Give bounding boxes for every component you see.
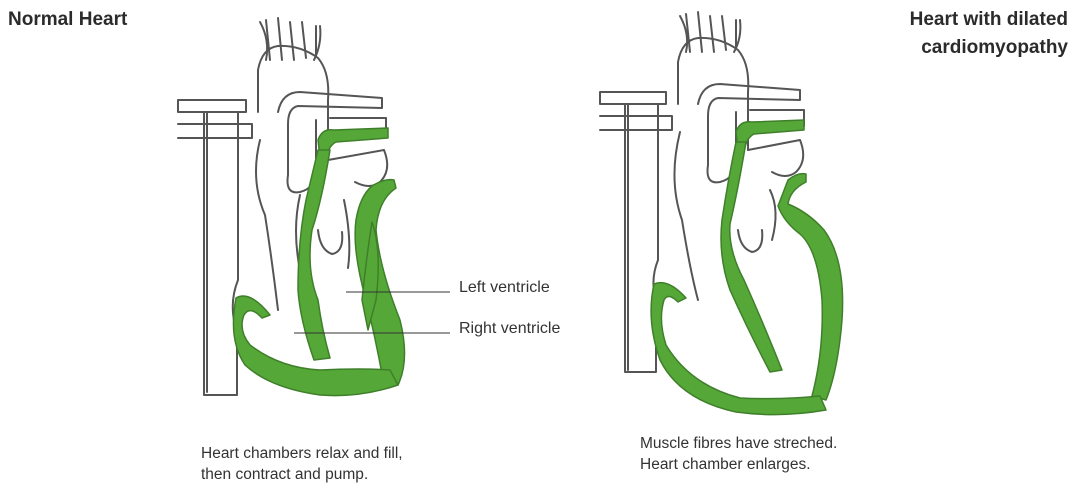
normal-septum (298, 150, 330, 360)
normal-left-ventricle-wall (355, 180, 404, 385)
normal-caption-line-2: then contract and pump. (201, 464, 403, 485)
normal-pulmonary-veins (178, 100, 246, 112)
dilated-title-line-2: cardiomyopathy (808, 34, 1068, 62)
left-ventricle-label: Left ventricle (459, 279, 550, 297)
dilated-heart-caption: Muscle fibres have streched. Heart chamb… (640, 433, 837, 475)
normal-muscle (233, 128, 404, 396)
normal-heart-title: Normal Heart (8, 6, 127, 34)
dilated-septum (721, 142, 782, 372)
dilated-title-line-1: Heart with dilated (808, 6, 1068, 34)
normal-vena-cava (204, 112, 238, 395)
dilated-heart-title: Heart with dilated cardiomyopathy (808, 6, 1068, 62)
dilated-heart (600, 12, 804, 372)
normal-heart (178, 18, 387, 395)
dilated-muscle (651, 120, 843, 415)
dilated-caption-line-1: Muscle fibres have streched. (640, 433, 837, 454)
normal-heart-caption: Heart chambers relax and fill, then cont… (201, 443, 403, 485)
normal-caption-line-1: Heart chambers relax and fill, (201, 443, 403, 464)
dilated-left-ventricle-wall (778, 174, 843, 400)
dilated-caption-line-2: Heart chamber enlarges. (640, 454, 837, 475)
right-ventricle-label: Right ventricle (459, 320, 560, 338)
